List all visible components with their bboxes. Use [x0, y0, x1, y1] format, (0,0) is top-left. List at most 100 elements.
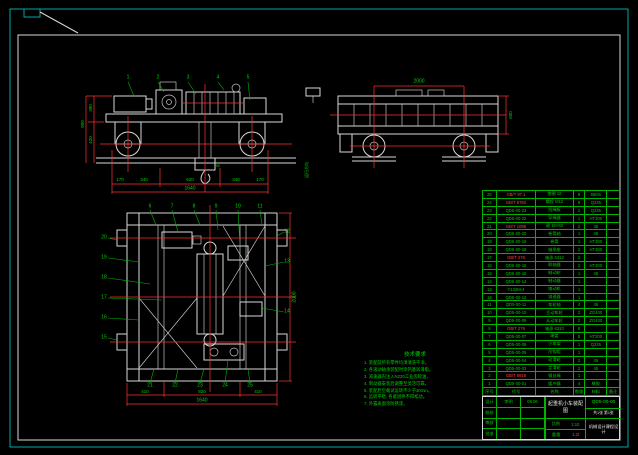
- bom-header-cell: 代号: [497, 388, 537, 396]
- bom-cell: 24: [483, 198, 497, 206]
- bom-cell: [607, 238, 619, 245]
- weight-value: 1.2t: [572, 432, 580, 437]
- bom-cell: 45: [585, 269, 608, 277]
- bom-cell: [585, 372, 608, 380]
- dim-label: 340: [140, 176, 148, 182]
- bom-cell: QD5-00-16: [497, 262, 537, 269]
- bom-cell: 车轮轴: [536, 301, 574, 309]
- bom-cell: 4: [483, 356, 497, 364]
- bom-cell: [607, 254, 619, 261]
- bom-cell: [607, 325, 619, 332]
- dim-label: 2000: [413, 78, 425, 85]
- bom-cell: [607, 349, 619, 356]
- bom-cell: 卷筒轴: [536, 230, 574, 238]
- notes-title: 技术要求: [403, 352, 426, 358]
- bom-cell: Q235: [585, 206, 608, 214]
- bom-cell: 1: [574, 230, 586, 238]
- bom-cell: Q235: [585, 198, 608, 206]
- sheet-count: 共1张 第1张: [585, 409, 621, 419]
- dim-label: 340: [232, 176, 240, 182]
- bom-cell: 13: [483, 285, 497, 293]
- bom-cell: [607, 341, 619, 348]
- bom-cell: 键 16×63: [536, 222, 574, 230]
- scale-label: 比例: [551, 421, 560, 426]
- bom-cell: Y132M-4: [497, 285, 537, 293]
- bom-cell: QD5-00-23: [497, 206, 537, 214]
- bom-cell: [607, 357, 619, 364]
- bom-cell: [607, 199, 619, 206]
- bom-cell: [585, 254, 608, 262]
- bom-cell: QD5-00-20: [497, 230, 537, 238]
- bom-cell: 卷筒: [536, 238, 574, 246]
- technical-notes: 技术要求 1. 装配前所有零件均须清洗干净。2. 各滚动轴承装配时涂钙基润滑脂。…: [364, 350, 466, 408]
- bom-cell: QD5-00-19: [497, 238, 537, 246]
- bom-cell: 18: [483, 246, 497, 254]
- dim-label: 24: [222, 382, 228, 389]
- dim-label: 1: [126, 74, 130, 81]
- dim-label: 25: [247, 382, 253, 389]
- bom-cell: 1: [574, 348, 586, 356]
- dim-label: 12: [284, 228, 290, 235]
- bom-cell: QD5-00-11: [497, 301, 537, 309]
- front-view: [85, 81, 296, 194]
- bom-cell: 7: [483, 333, 497, 340]
- bom-cell: HT200: [585, 333, 608, 340]
- titleblock-cell: 李明: [497, 397, 521, 407]
- bom-cell: 1: [574, 277, 586, 285]
- bom-cell: 2: [574, 206, 586, 214]
- bom-cell: 1: [574, 372, 586, 380]
- dim-label: 23: [197, 382, 203, 389]
- bom-cell: 4: [574, 301, 586, 309]
- bom-cell: [607, 246, 619, 253]
- bom-header-cell: 材料: [585, 388, 608, 396]
- bom-header-cell: 名称: [536, 388, 574, 396]
- bom-cell: 15: [483, 269, 497, 277]
- bom-cell: 3: [483, 364, 497, 372]
- dim-label: 8: [192, 203, 196, 210]
- bom-cell: 2: [574, 262, 586, 269]
- bom-cell: 1: [574, 340, 586, 348]
- bom-cell: QD5-00-09: [497, 317, 537, 325]
- bom-cell: 从动车轮: [536, 317, 574, 325]
- dim-label: 1640: [196, 397, 208, 404]
- bom-cell: 9: [483, 317, 497, 325]
- bom-cell: 导绳器: [536, 214, 574, 222]
- bom-cell: 2: [574, 309, 586, 317]
- bom-cell: ZG430: [585, 309, 608, 317]
- bom-cell: HT200: [585, 214, 608, 222]
- bom-cell: [607, 380, 619, 387]
- bom-cell: 2: [574, 254, 586, 262]
- bom-cell: 45: [585, 222, 608, 230]
- dim-label: 22: [172, 382, 178, 389]
- bom-cell: 8: [574, 333, 586, 340]
- bom-cell: QD5-00-12: [497, 293, 537, 301]
- bom-cell: 2: [574, 317, 586, 325]
- dim-label: 600: [507, 111, 513, 119]
- bom-cell: QD5-00-07: [497, 333, 537, 340]
- bom-cell: 轴承 6310: [536, 325, 574, 333]
- titleblock-cell: 审核: [483, 418, 497, 429]
- dim-label: 13: [284, 258, 290, 265]
- bom-cell: [607, 223, 619, 230]
- notes-list: 1. 装配前所有零件均须清洗干净。2. 各滚动轴承装配时涂钙基润滑脂。3. 减速…: [364, 360, 466, 408]
- bom-cell: 定滑轮: [536, 364, 574, 372]
- bom-cell: HT200: [585, 262, 608, 269]
- note-item: 5. 装配后空载试运转不少于30min。: [364, 387, 433, 393]
- bom-cell: QD5-00-01: [497, 380, 537, 388]
- dim-label: 1640: [184, 185, 196, 192]
- dim-label: 4: [216, 74, 220, 81]
- dim-label: 11: [257, 203, 263, 210]
- drawing-title: 起重机小车装配图: [545, 397, 585, 419]
- bom-cell: 1: [574, 293, 586, 301]
- bom-cell: GB/T 1096: [497, 222, 537, 230]
- weight-label: 重量: [551, 431, 561, 437]
- bom-cell: [607, 365, 619, 372]
- note-item: 2. 各滚动轴承装配时涂钙基润滑脂。: [364, 366, 434, 372]
- scale-cell: 比例 1:10: [545, 419, 585, 430]
- bom-cell: 1: [574, 285, 586, 293]
- bom-cell: 25: [483, 191, 497, 198]
- bom-cell: 6: [483, 340, 497, 348]
- bom-cell: 垫圈 12: [536, 191, 574, 198]
- titleblock-cell: [497, 429, 521, 439]
- bom-cell: [607, 278, 619, 285]
